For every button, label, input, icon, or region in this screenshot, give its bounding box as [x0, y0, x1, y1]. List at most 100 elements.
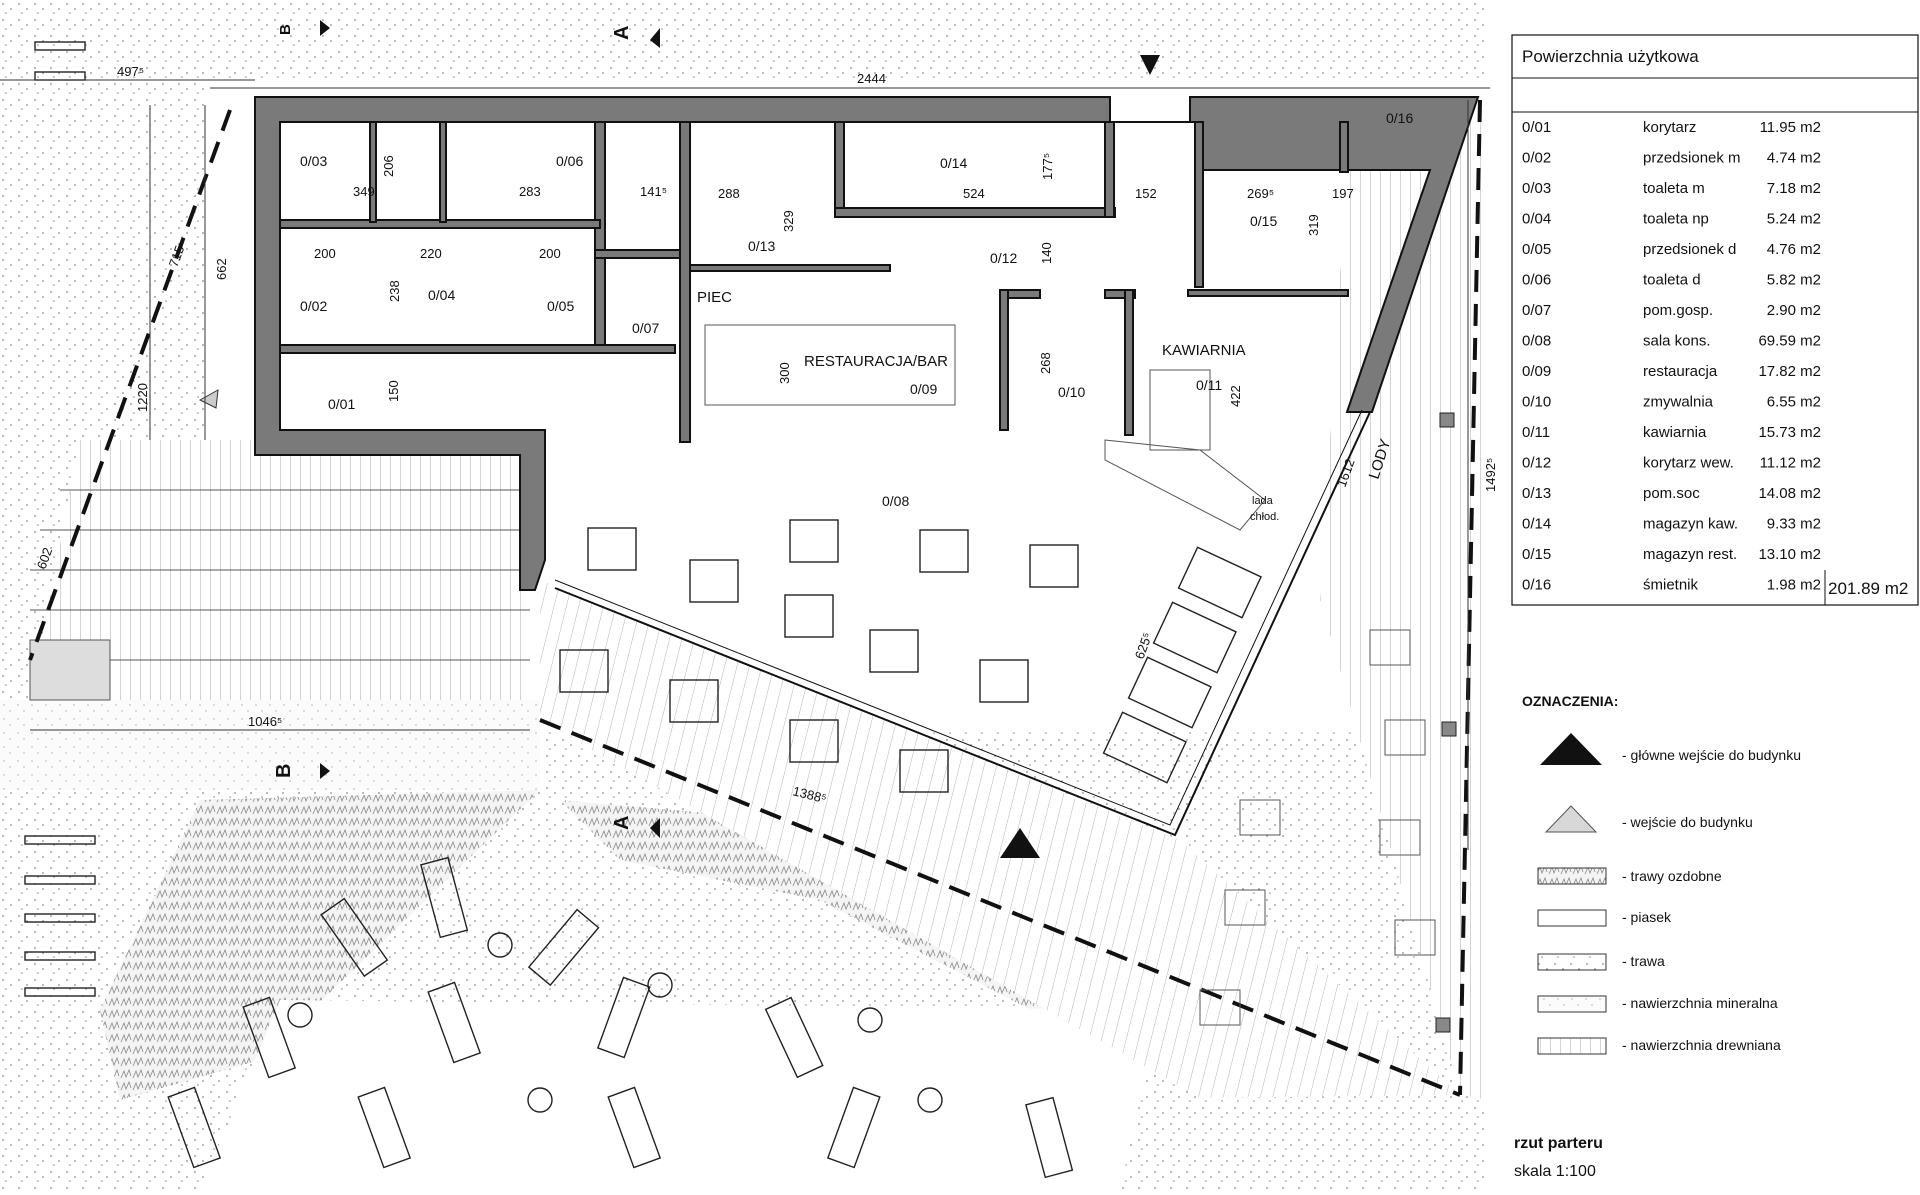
mineral-surface-swatch-icon [1537, 995, 1607, 1013]
area-row-area: 17.82 m2 [1758, 363, 1821, 380]
cafe-label: KAWIARNIA [1162, 342, 1246, 359]
room-label-0-12: 0/12 [990, 250, 1017, 266]
grass-swatch-icon [1537, 953, 1607, 971]
room-label-0-03: 0/03 [300, 153, 327, 169]
legend-mineral-surface: - nawierzchnia mineralna [1622, 995, 1778, 1011]
area-row-code: 0/11 [1522, 424, 1550, 441]
sun-loungers [167, 856, 1074, 1179]
area-row-name: przedsionek d [1643, 241, 1736, 258]
area-row-code: 0/13 [1522, 485, 1551, 502]
area-row-area: 7.18 m2 [1767, 180, 1821, 197]
area-row-code: 0/07 [1522, 302, 1551, 319]
room-label-0-10: 0/10 [1058, 384, 1085, 400]
main-entrance-top-triangle [1140, 55, 1160, 75]
dim-288: 288 [718, 186, 740, 201]
area-row-area: 11.95 m2 [1760, 119, 1821, 136]
room-label-0-05: 0/05 [547, 298, 574, 314]
area-row-code: 0/08 [1522, 333, 1551, 350]
area-row-name: przedsionek m [1643, 150, 1741, 167]
outdoor-chairs-right [1199, 629, 1436, 1026]
area-row-code: 0/14 [1522, 516, 1551, 533]
area-row-code: 0/10 [1522, 394, 1551, 411]
legend-wooden-surface: - nawierzchnia drewniana [1622, 1037, 1781, 1053]
area-row-name: restauracja [1643, 363, 1718, 380]
room-label-0-09: 0/09 [910, 381, 937, 397]
area-row-area: 4.74 m2 [1767, 150, 1821, 167]
area-row-name: toaleta m [1643, 180, 1705, 197]
area-table-total: 201.89 m2 [1828, 579, 1908, 598]
area-row-name: zmywalnia [1643, 394, 1714, 411]
area-row-area: 15.73 m2 [1758, 424, 1821, 441]
side-entrance-triangle [198, 389, 219, 409]
dim-197: 197 [1332, 186, 1354, 201]
dim-1415: 141⁵ [640, 184, 667, 199]
restaurant-bar-label: RESTAURACJA/BAR [804, 353, 948, 370]
mineral-path [0, 700, 540, 790]
area-row-name: magazyn kaw. [1643, 516, 1738, 533]
room-label-0-04: 0/04 [428, 287, 455, 303]
room-label-0-11: 0/11 [1196, 377, 1222, 393]
front-wooden-terrace [540, 580, 1460, 1098]
interior-walls [279, 121, 1349, 443]
area-row-name: pom.soc [1643, 485, 1700, 502]
area-row-area: 14.08 m2 [1758, 485, 1821, 502]
legend-grass: - trawa [1622, 953, 1665, 969]
room-label-0-14: 0/14 [940, 155, 967, 171]
dim-2695: 269⁵ [1247, 186, 1274, 201]
dim-319: 319 [1306, 214, 1321, 236]
area-row-code: 0/03 [1522, 180, 1551, 197]
area-row-area: 4.76 m2 [1767, 241, 1821, 258]
area-row-name: korytarz wew. [1643, 455, 1734, 472]
plot-boundary-left [28, 109, 232, 661]
dim-238: 238 [387, 280, 402, 302]
legend-ornamental-grass: - trawy ozdobne [1622, 868, 1722, 884]
ornamental-grass-swatch-icon [1537, 867, 1607, 885]
section-arrow-a-top [650, 28, 660, 48]
dim-300: 300 [777, 362, 792, 384]
section-mark-b-bottom: B [273, 764, 295, 778]
wooden-surface-swatch-icon [1537, 1037, 1607, 1055]
dim-268: 268 [1038, 352, 1053, 374]
room-label-0-16: 0/16 [1386, 110, 1413, 126]
legend-entrance: - wejście do budynku [1622, 814, 1753, 830]
dim-422: 422 [1228, 385, 1243, 407]
room-label-0-15: 0/15 [1250, 213, 1277, 229]
area-row-area: 2.90 m2 [1767, 302, 1821, 319]
room-label-0-06: 0/06 [556, 153, 583, 169]
dim-524: 524 [963, 186, 985, 201]
dim-6255: 625⁵ [1132, 630, 1155, 661]
dim-152: 152 [1135, 186, 1157, 201]
counter-label-line2: chłod. [1250, 511, 1279, 523]
plot-boundary-bottom [539, 718, 1461, 1097]
dim-14925: 1492⁵ [1483, 458, 1498, 492]
dim-150: 150 [386, 380, 401, 402]
oven-label: PIEC [697, 289, 732, 306]
plot-boundary-right [1458, 99, 1482, 1096]
area-row-code: 0/12 [1522, 455, 1551, 472]
area-row-name: magazyn rest. [1643, 546, 1737, 563]
room-label-0-08: 0/08 [882, 493, 909, 509]
drawing-scale: skala 1:100 [1514, 1163, 1596, 1180]
room-label-0-13: 0/13 [748, 238, 775, 254]
area-row-area: 5.24 m2 [1767, 211, 1821, 228]
lamp-posts [1435, 412, 1457, 1033]
sand-beach-area [200, 1000, 1160, 1190]
area-row-code: 0/01 [1522, 119, 1551, 136]
area-row-name: kawiarnia [1643, 424, 1707, 441]
dim-1775: 177⁵ [1040, 153, 1055, 180]
area-row-code: 0/15 [1522, 546, 1551, 563]
dim-2444: 2444 [857, 71, 886, 86]
area-row-area: 69.59 m2 [1758, 333, 1821, 350]
area-row-name: sala kons. [1643, 333, 1711, 350]
area-row-code: 0/05 [1522, 241, 1551, 258]
area-row-code: 0/02 [1522, 150, 1551, 167]
area-row-area: 13.10 m2 [1758, 546, 1821, 563]
top-grass-strip [0, 0, 1490, 80]
section-arrow-a-bottom [650, 818, 660, 838]
dim-4975: 497⁵ [117, 64, 144, 79]
area-row-name: toaleta d [1643, 272, 1701, 289]
dim-715: 715 [166, 244, 188, 270]
